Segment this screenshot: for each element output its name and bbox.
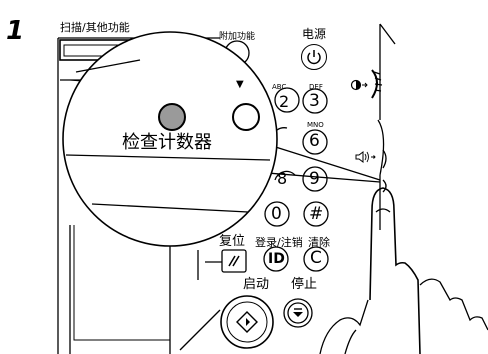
key-8[interactable]: 8	[277, 169, 288, 188]
login-logout-button[interactable]: ID	[268, 251, 285, 267]
brightness-icon	[350, 79, 368, 91]
adjacent-key-button[interactable]	[232, 103, 260, 131]
start-diamond-icon	[236, 311, 258, 333]
additional-functions-label: 附加功能	[219, 32, 256, 42]
key-hash[interactable]: #	[309, 204, 324, 224]
key-6[interactable]: 6	[309, 131, 320, 151]
key-2-letters: ABC	[272, 83, 287, 91]
arrow-down-icon: ▼	[236, 79, 244, 90]
volume-control[interactable]	[354, 150, 378, 164]
key-9[interactable]: 9	[309, 169, 320, 189]
stop-button[interactable]	[290, 305, 306, 321]
key-6-letters: MNO	[307, 121, 324, 129]
clear-button[interactable]: C	[310, 248, 322, 268]
start-label: 启动	[243, 277, 270, 292]
key-2[interactable]: 2	[279, 92, 290, 111]
counter-check-button[interactable]	[158, 103, 186, 131]
login-logout-label: 登录/注销	[255, 236, 303, 249]
reset-icon	[228, 255, 240, 267]
reset-button[interactable]	[223, 251, 245, 271]
power-label: 电源	[302, 27, 327, 41]
start-button[interactable]	[235, 310, 259, 334]
volume-icon	[355, 151, 376, 163]
step-number: 1	[6, 16, 25, 46]
scan-other-functions-tab[interactable]: 扫描/其他功能	[60, 21, 130, 34]
key-3[interactable]: 3	[309, 91, 320, 111]
key-3-letters: DEF	[309, 83, 323, 91]
clear-label: 清除	[308, 236, 330, 249]
reset-label: 复位	[219, 234, 246, 249]
stop-label: 停止	[291, 277, 318, 292]
stop-icon	[293, 308, 303, 317]
counter-check-label: 检查计数器	[122, 132, 212, 153]
brightness-control[interactable]	[350, 78, 370, 92]
power-button[interactable]	[301, 44, 327, 70]
power-icon	[307, 50, 321, 65]
key-0[interactable]: 0	[271, 204, 282, 224]
